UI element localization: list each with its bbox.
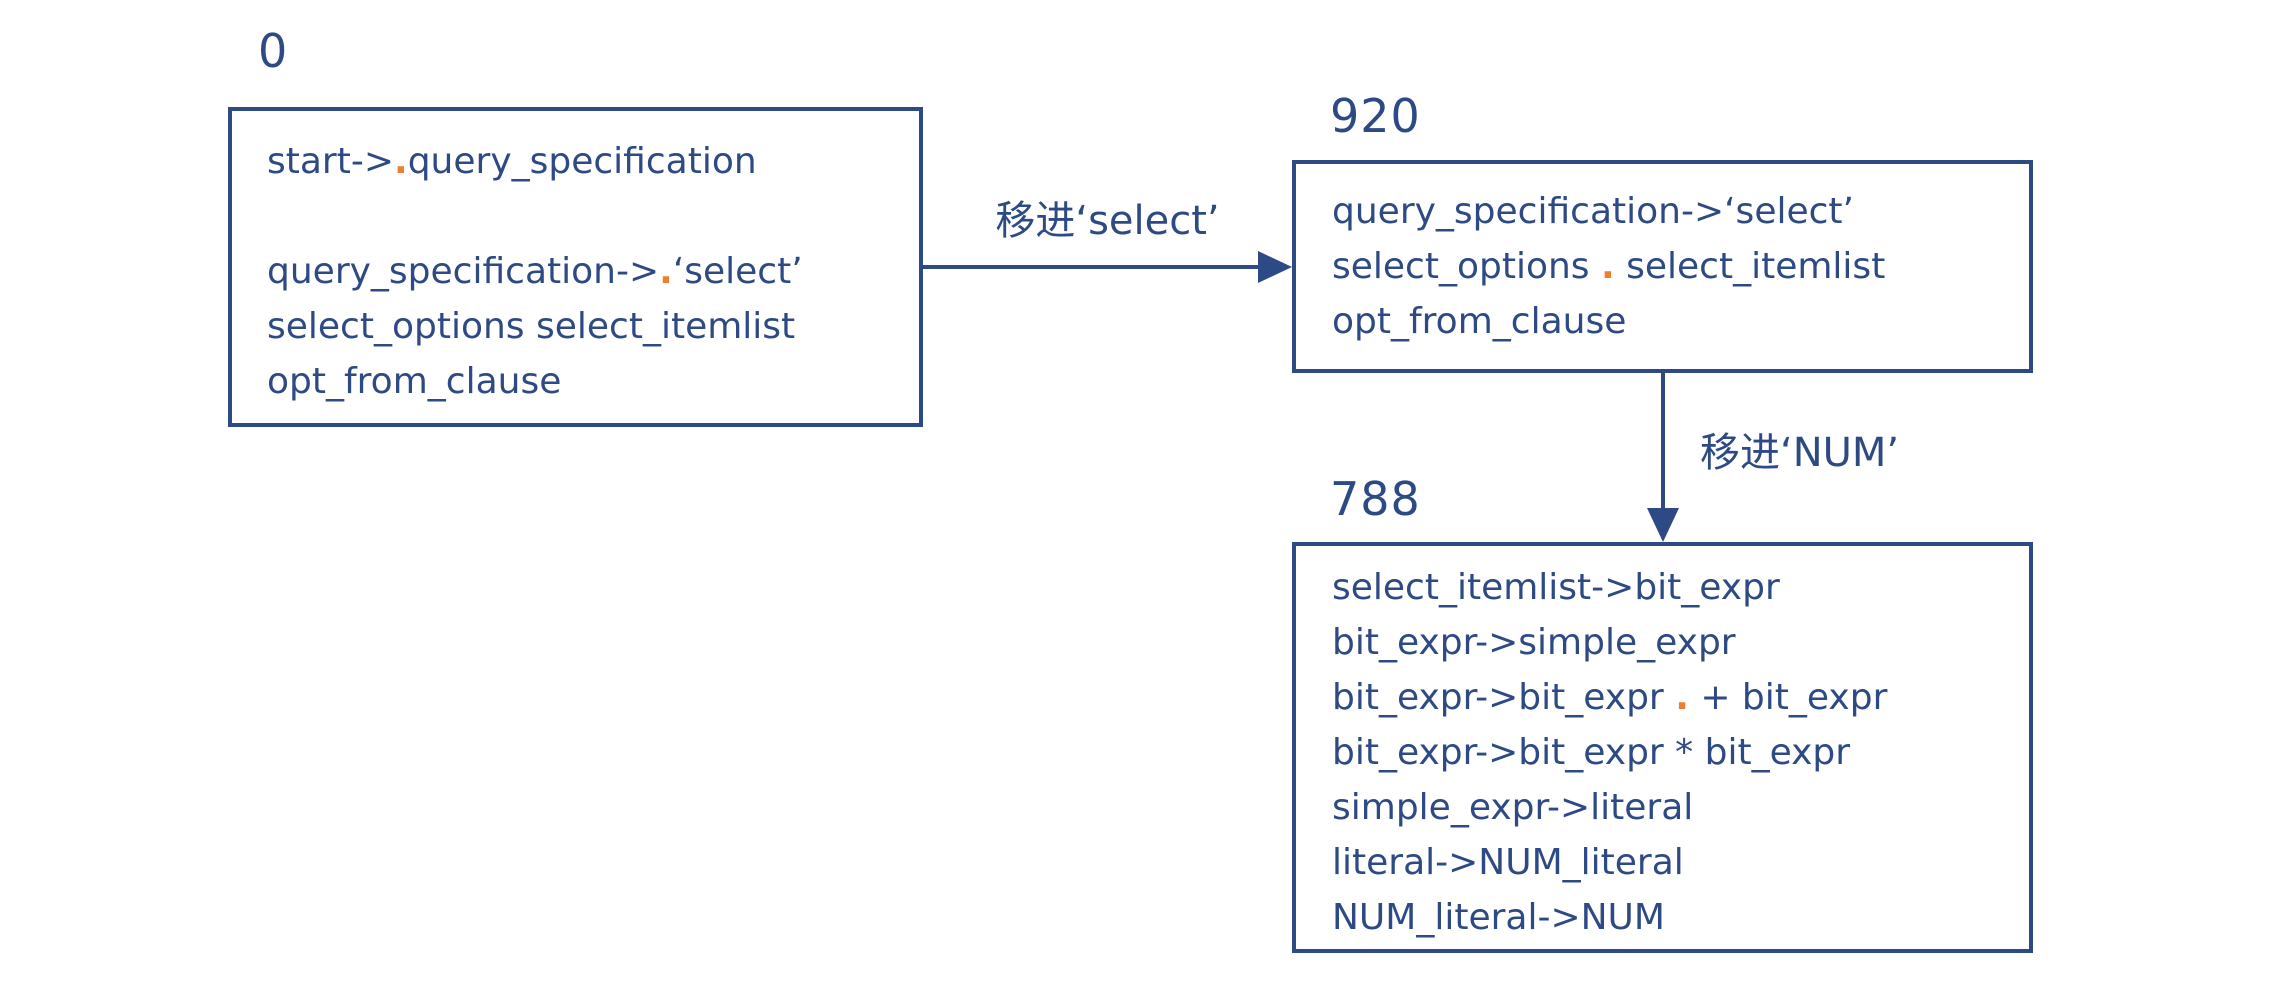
dot-marker: .: [1601, 246, 1615, 287]
lr-item-line: simple_expr->literal: [1332, 780, 2021, 835]
state-920-box: query_specification->‘select’ select_opt…: [1292, 160, 2033, 373]
item-text: bit_expr->bit_expr * bit_expr: [1332, 732, 1851, 773]
lr-item-line: bit_expr->bit_expr * bit_expr: [1332, 725, 2021, 780]
lr-item-line: start->.query_specification: [267, 134, 911, 189]
lr-item-line: opt_from_clause: [1332, 294, 2021, 349]
item-text: select_options: [1332, 246, 1601, 287]
lr-item-line: query_specification->.‘select’: [267, 244, 911, 299]
lr-item-line: opt_from_clause: [267, 354, 911, 409]
arrowhead-right-icon: [1258, 251, 1292, 283]
dot-marker: .: [394, 141, 408, 182]
lr-item-line: select_options . select_itemlist: [1332, 239, 2021, 294]
state-788-box: select_itemlist->bit_expr bit_expr->simp…: [1292, 542, 2033, 953]
item-text: bit_expr->bit_expr: [1332, 677, 1676, 718]
item-text: bit_expr->simple_expr: [1332, 622, 1736, 663]
lr-item-line: literal->NUM_literal: [1332, 835, 2021, 890]
shift-num-arrow-label: 移进‘NUM’: [1700, 430, 1900, 476]
dot-marker: .: [659, 251, 673, 292]
item-text: select_itemlist: [1614, 246, 1886, 287]
state-0-box: start->.query_specification query_specif…: [228, 107, 923, 427]
arrowhead-down-icon: [1647, 508, 1679, 542]
state-0-label: 0: [258, 24, 289, 78]
shift-num-arrow: [1647, 373, 1679, 542]
item-text: start->: [267, 141, 395, 182]
item-text: ‘select’: [672, 251, 803, 292]
state-788-label: 788: [1330, 472, 1421, 526]
item-text: select_options select_itemlist: [267, 306, 796, 347]
item-text: simple_expr->literal: [1332, 787, 1694, 828]
lr-item-line: query_specification->‘select’: [1332, 184, 2021, 239]
item-text: query_specification->: [267, 251, 660, 292]
item-text: + bit_expr: [1688, 677, 1888, 718]
state-920-label: 920: [1330, 89, 1421, 143]
item-text: NUM_literal->NUM: [1332, 897, 1665, 938]
shift-select-arrow-label: 移进‘select’: [995, 198, 1220, 244]
item-text: query_specification->‘select’: [1332, 191, 1854, 232]
lr-item-line: bit_expr->simple_expr: [1332, 615, 2021, 670]
item-text: opt_from_clause: [1332, 301, 1627, 342]
lr-item-blank-line: [267, 189, 911, 244]
dot-marker: .: [1675, 677, 1689, 718]
item-text: query_specification: [407, 141, 757, 182]
lr-item-line: bit_expr->bit_expr . + bit_expr: [1332, 670, 2021, 725]
lr-item-line: select_options select_itemlist: [267, 299, 911, 354]
lr-item-line: select_itemlist->bit_expr: [1332, 560, 2021, 615]
item-text: literal->NUM_literal: [1332, 842, 1684, 883]
item-text: opt_from_clause: [267, 361, 562, 402]
shift-select-arrow: [923, 251, 1292, 283]
item-text: select_itemlist->bit_expr: [1332, 567, 1780, 608]
lr-item-line: NUM_literal->NUM: [1332, 890, 2021, 945]
